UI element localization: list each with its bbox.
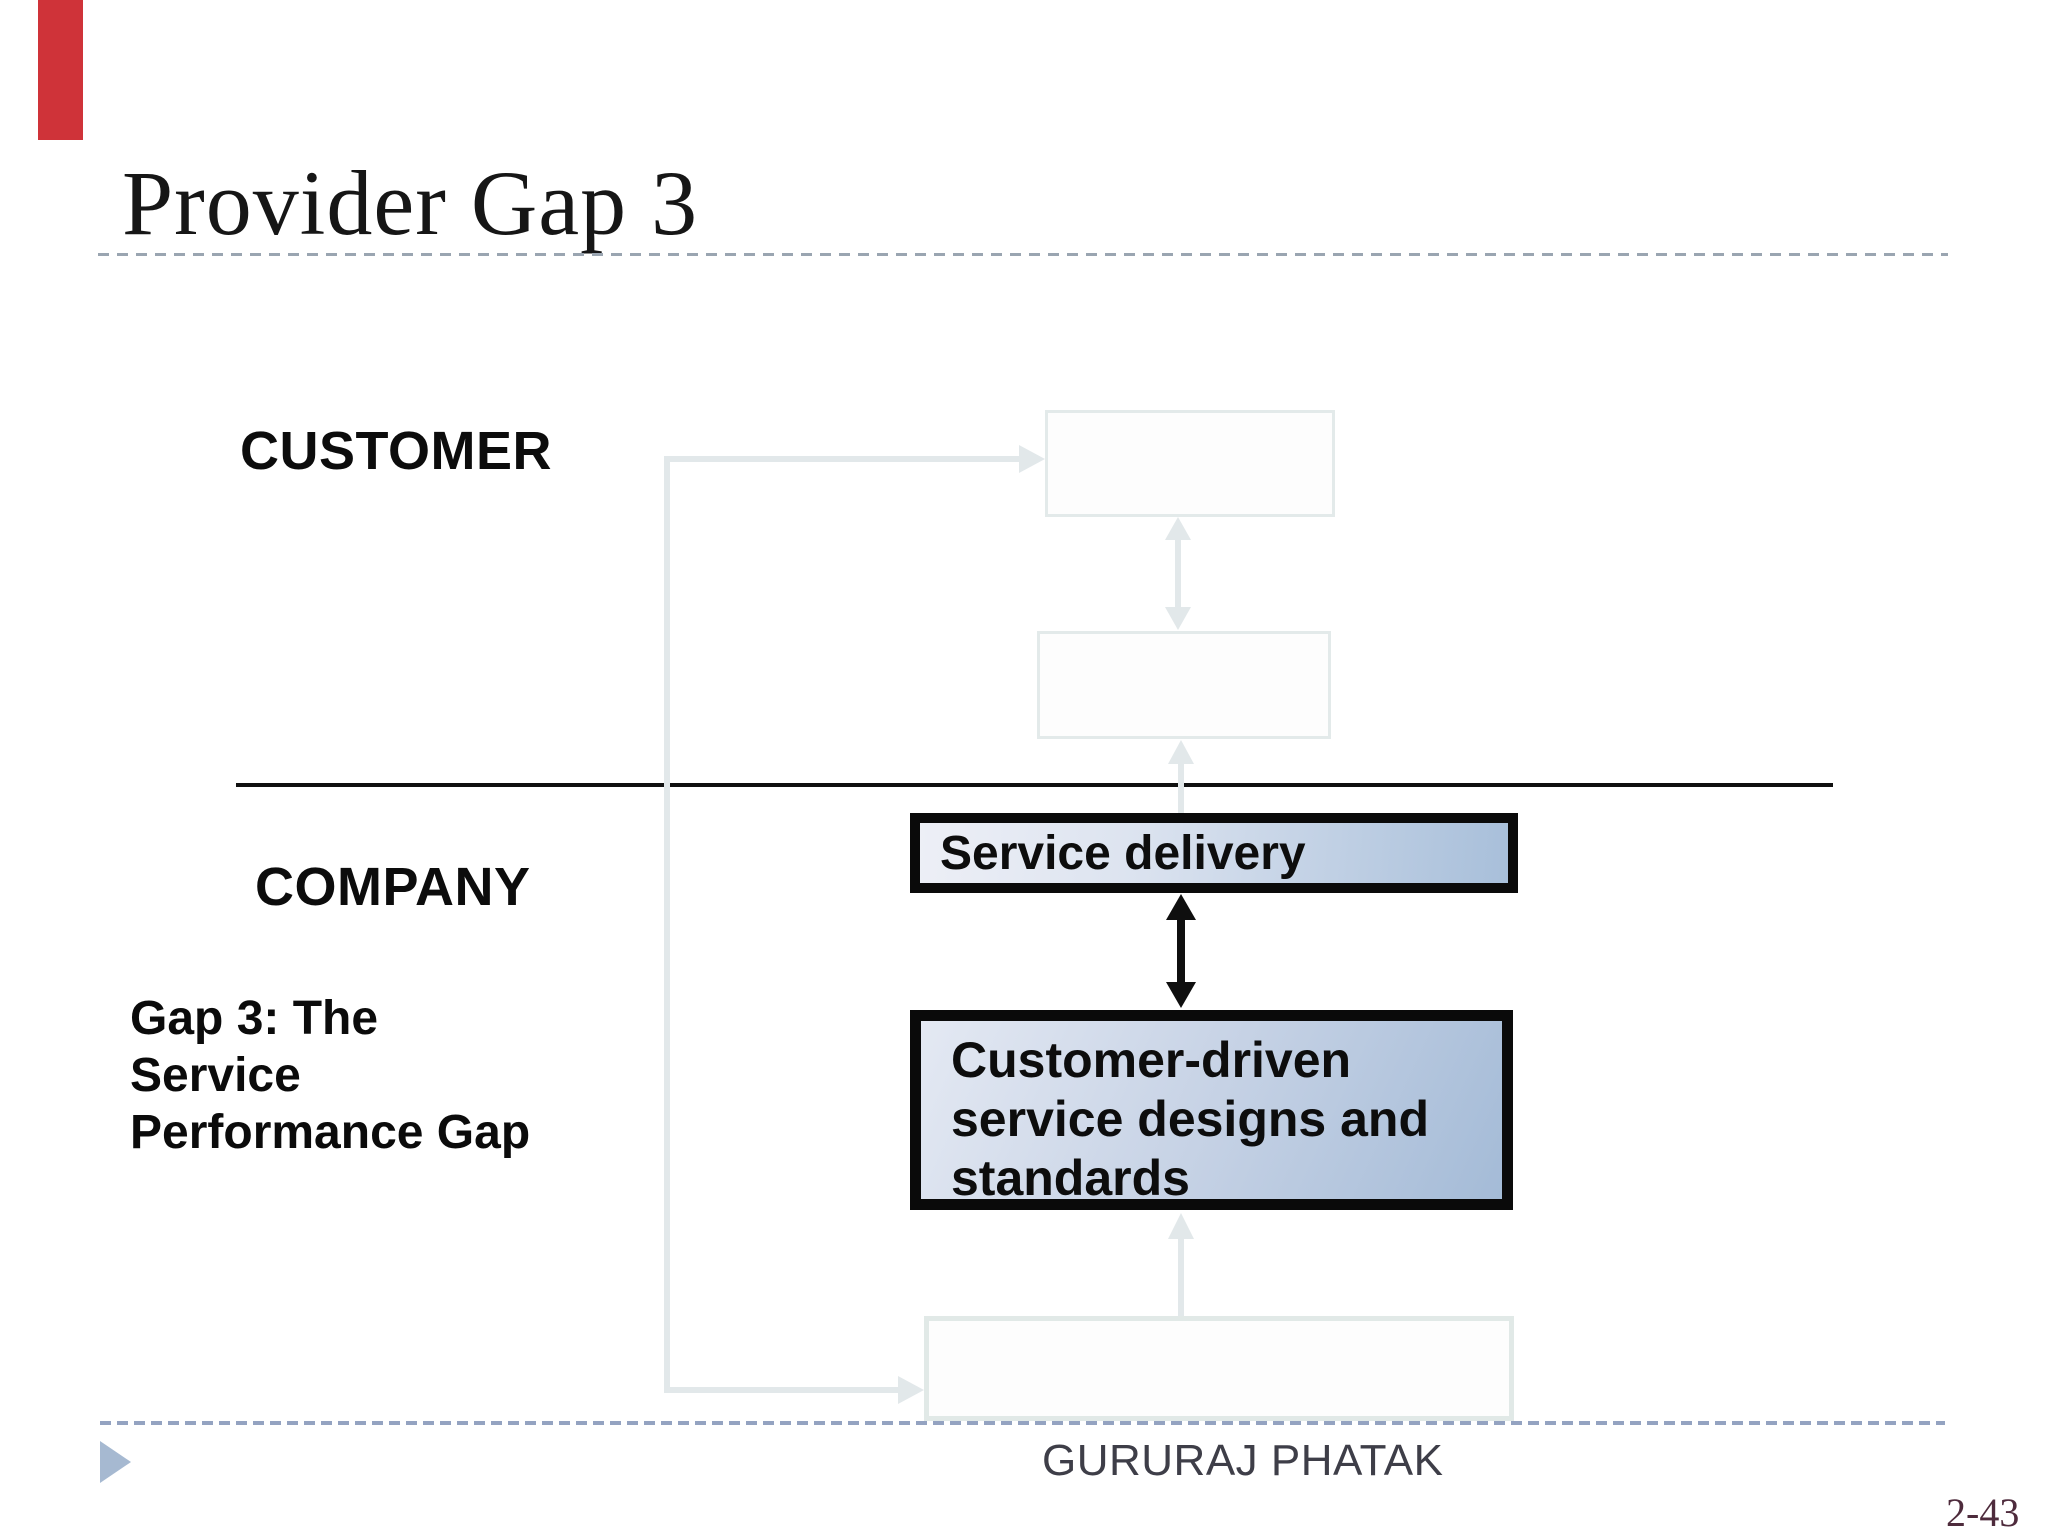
customer-driven-standards-line: service designs and xyxy=(951,1091,1430,1147)
faded-up-arrowhead-icon xyxy=(1165,517,1191,540)
service-delivery-label: Service delivery xyxy=(940,826,1306,880)
faded-external-communications-box xyxy=(924,1316,1514,1421)
play-triangle-icon xyxy=(100,1441,131,1483)
footer-dashed-rule xyxy=(100,1421,1945,1425)
customer-driven-standards-line: Customer-driven xyxy=(951,1032,1352,1088)
gap3-annotation-line: Performance Gap xyxy=(130,1106,531,1159)
gap3-annotation: Gap 3: The Service Performance Gap xyxy=(130,990,650,1161)
customer-section-label: CUSTOMER xyxy=(240,421,553,481)
customer-driven-standards-box: Customer-driven service designs and stan… xyxy=(910,1010,1513,1210)
customer-company-separator-line xyxy=(236,783,1833,787)
red-accent-bar xyxy=(38,0,83,140)
slide-title: Provider Gap 3 xyxy=(122,152,699,254)
customer-driven-standards-line: standards xyxy=(951,1150,1190,1206)
gap3-down-arrowhead-icon xyxy=(1166,982,1196,1008)
faded-elbow-connector-line xyxy=(664,456,1022,1393)
service-delivery-box: Service delivery xyxy=(910,813,1518,893)
faded-right-arrowhead-icon xyxy=(1019,445,1045,473)
footer-author: GURURAJ PHATAK xyxy=(1042,1436,1444,1485)
faded-expected-service-box xyxy=(1045,410,1335,517)
faded-up-arrowhead-icon xyxy=(1168,740,1194,764)
company-section-label: COMPANY xyxy=(255,857,531,917)
gap3-up-arrowhead-icon xyxy=(1166,894,1196,920)
faded-up-arrowhead-icon xyxy=(1168,1213,1194,1239)
faded-down-arrowhead-icon xyxy=(1165,607,1191,630)
gap3-annotation-line: Service xyxy=(130,1049,301,1102)
gap3-annotation-line: Gap 3: The xyxy=(130,992,379,1045)
title-dashed-rule xyxy=(98,253,1948,256)
faded-perceived-service-box xyxy=(1037,631,1331,739)
page-number: 2-43 xyxy=(1946,1490,2020,1535)
faded-right-arrowhead-icon xyxy=(898,1376,924,1404)
